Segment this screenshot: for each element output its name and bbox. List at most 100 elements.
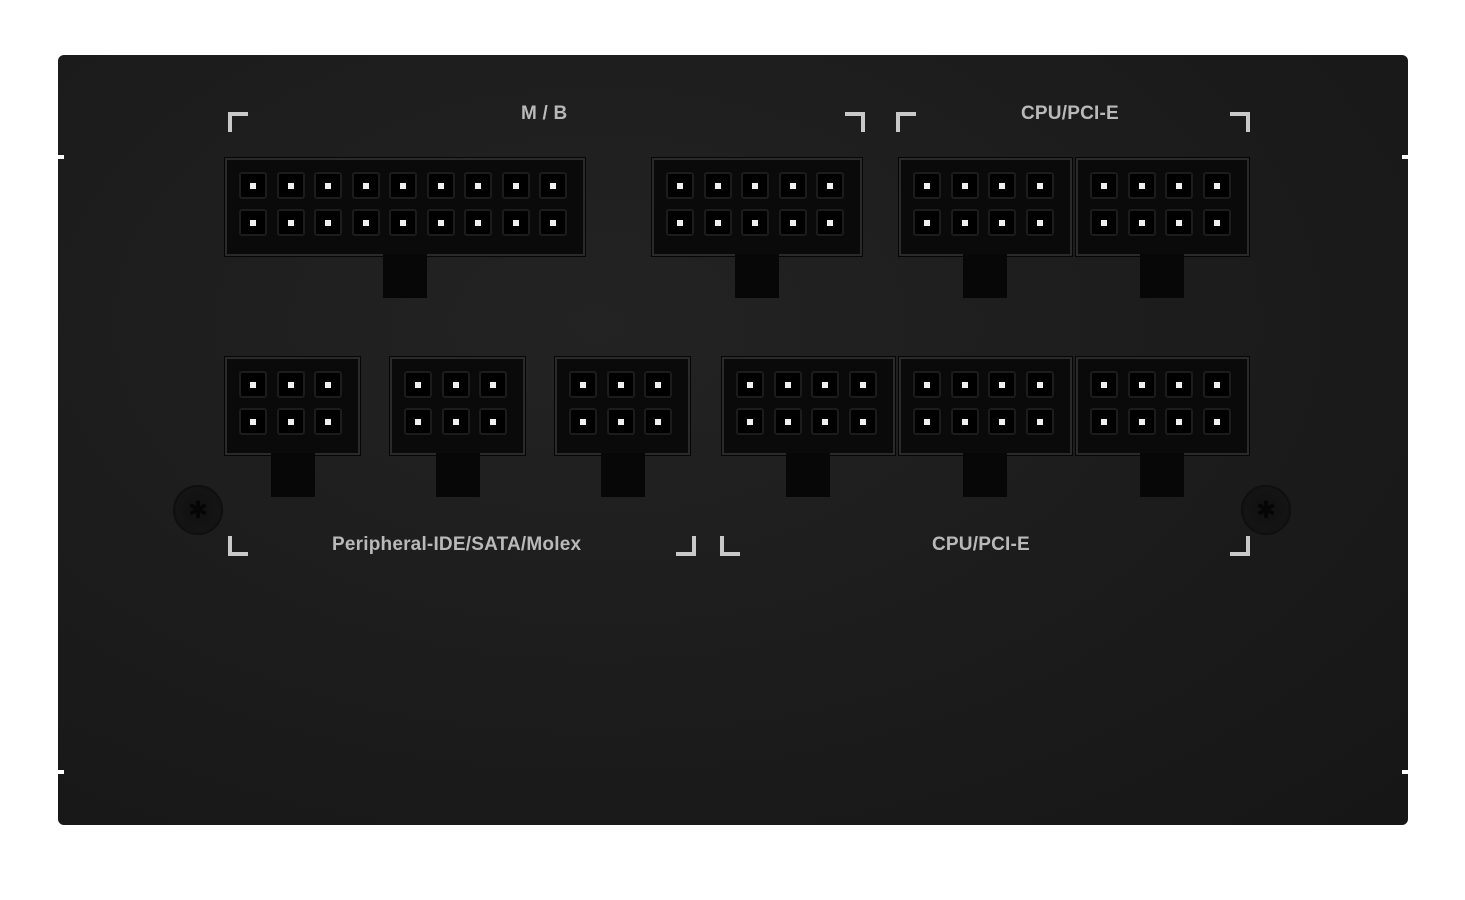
pin-socket: [239, 371, 267, 398]
pin-socket: [314, 172, 342, 199]
pin-socket: [1127, 408, 1156, 435]
pin-socket: [741, 209, 769, 236]
pin-socket: [501, 209, 530, 236]
label-cpu-pcie-top: CPU/PCI-E: [1021, 103, 1119, 124]
group-bracket-bottom-right: [676, 536, 696, 556]
pin-socket: [1025, 172, 1054, 199]
pin-socket: [276, 371, 305, 398]
label-cpu-pcie-bottom: CPU/PCI-E: [932, 534, 1030, 555]
pin-socket: [988, 408, 1016, 435]
cpu-pcie-connector: [1076, 357, 1249, 455]
pin-socket: [1202, 172, 1231, 199]
pin-socket: [539, 209, 567, 236]
pin-socket: [239, 209, 267, 236]
label-peripheral: Peripheral-IDE/SATA/Molex: [332, 534, 582, 555]
pin-socket: [441, 408, 470, 435]
pin-socket: [1090, 209, 1118, 236]
cpu-pcie-connector: [1076, 158, 1249, 256]
label-mb: M / B: [521, 103, 568, 124]
pin-socket: [1090, 408, 1118, 435]
pin-socket: [950, 408, 979, 435]
peripheral-connector: [225, 357, 360, 455]
pin-socket: [703, 172, 732, 199]
pin-socket: [239, 172, 267, 199]
pin-socket: [441, 371, 470, 398]
peripheral-connector: [390, 357, 525, 455]
pin-socket: [314, 408, 342, 435]
pin-socket: [276, 408, 305, 435]
pin-socket: [426, 209, 455, 236]
screw-icon: [173, 485, 223, 535]
pin-socket: [1090, 172, 1118, 199]
latch-tab: [963, 453, 1008, 497]
pin-socket: [426, 172, 455, 199]
pin-socket: [778, 209, 807, 236]
pin-socket: [239, 408, 267, 435]
latch-tab: [600, 453, 645, 497]
latch-tab: [1140, 254, 1185, 298]
pin-socket: [736, 371, 764, 398]
cpu-pcie-connector: [899, 357, 1072, 455]
pin-socket: [404, 408, 432, 435]
latch-tab: [270, 453, 315, 497]
latch-tab: [1140, 453, 1185, 497]
pin-socket: [404, 371, 432, 398]
pin-socket: [811, 371, 839, 398]
pin-socket: [351, 172, 380, 199]
mb-24pin-connector: [225, 158, 585, 256]
pin-socket: [913, 209, 941, 236]
pin-socket: [1025, 408, 1054, 435]
pin-socket: [1202, 209, 1231, 236]
pin-socket: [464, 172, 492, 199]
pin-socket: [464, 209, 492, 236]
cpu-pcie-connector: [722, 357, 895, 455]
group-bracket-top-right: [1230, 112, 1250, 132]
pin-socket: [811, 408, 839, 435]
group-bracket-bottom-left: [228, 536, 248, 556]
pin-socket: [1127, 172, 1156, 199]
pin-socket: [1127, 371, 1156, 398]
pin-socket: [644, 408, 672, 435]
pin-socket: [389, 209, 417, 236]
pin-socket: [479, 408, 507, 435]
group-bracket-top-left: [228, 112, 248, 132]
pin-socket: [539, 172, 567, 199]
latch-tab: [435, 453, 480, 497]
pin-socket: [950, 172, 979, 199]
pin-socket: [1165, 371, 1193, 398]
pin-socket: [1025, 209, 1054, 236]
side-notch: [1402, 155, 1410, 159]
side-notch: [56, 770, 64, 774]
pin-socket: [1127, 209, 1156, 236]
screw-icon: [1241, 485, 1291, 535]
pin-socket: [1025, 371, 1054, 398]
pin-socket: [389, 172, 417, 199]
pin-socket: [741, 172, 769, 199]
pin-socket: [848, 408, 877, 435]
cpu-pcie-connector: [899, 158, 1072, 256]
side-notch: [56, 155, 64, 159]
pin-socket: [913, 408, 941, 435]
latch-tab: [963, 254, 1008, 298]
pin-socket: [1202, 371, 1231, 398]
pin-socket: [703, 209, 732, 236]
pin-socket: [479, 371, 507, 398]
pin-socket: [988, 371, 1016, 398]
pin-socket: [276, 209, 305, 236]
pin-socket: [314, 209, 342, 236]
pin-socket: [773, 408, 802, 435]
pin-socket: [1165, 172, 1193, 199]
pin-socket: [913, 371, 941, 398]
pin-socket: [501, 172, 530, 199]
pin-socket: [736, 408, 764, 435]
pin-socket: [848, 371, 877, 398]
pin-socket: [1165, 209, 1193, 236]
pin-socket: [913, 172, 941, 199]
pin-socket: [816, 172, 844, 199]
group-bracket-bottom-right: [1230, 536, 1250, 556]
pin-socket: [351, 209, 380, 236]
side-notch: [1402, 770, 1410, 774]
group-bracket-top-left: [896, 112, 916, 132]
pin-socket: [1202, 408, 1231, 435]
peripheral-connector: [555, 357, 690, 455]
